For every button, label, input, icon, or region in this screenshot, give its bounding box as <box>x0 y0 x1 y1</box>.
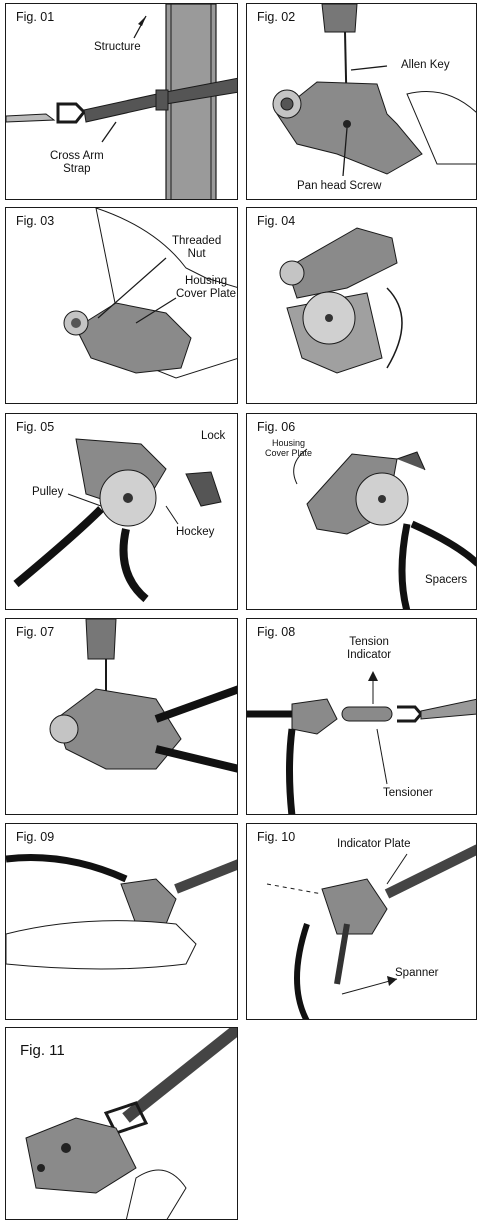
figure-10-panel: Fig. 10 Indicator Plate Spanner <box>246 823 477 1020</box>
pulley-label: Pulley <box>32 486 63 499</box>
spanner-label: Spanner <box>395 967 438 980</box>
lock-label: Lock <box>201 430 225 443</box>
figure-04-illustration <box>247 208 477 404</box>
figure-09-number: Fig. 09 <box>16 830 54 844</box>
figure-02-illustration <box>247 4 477 200</box>
tensioner-label: Tensioner <box>383 787 433 800</box>
figure-09-illustration <box>6 824 238 1020</box>
figure-11-panel: Fig. 11 <box>5 1027 238 1220</box>
figure-06-number: Fig. 06 <box>257 420 295 434</box>
figure-07-illustration <box>6 619 238 815</box>
tension-indicator-label: Tension Indicator <box>347 636 391 662</box>
figure-09-panel: Fig. 09 <box>5 823 238 1020</box>
figure-07-number: Fig. 07 <box>16 625 54 639</box>
figure-05-illustration <box>6 414 238 610</box>
figure-07-panel: Fig. 07 <box>5 618 238 815</box>
figure-01-illustration <box>6 4 238 200</box>
spacers-label: Spacers <box>425 574 467 587</box>
figure-03-number: Fig. 03 <box>16 214 54 228</box>
housing-cover-plate-label: Housing Cover Plate <box>265 438 312 458</box>
figure-10-illustration <box>247 824 477 1020</box>
figure-06-panel: Fig. 06 Housing Cover Plate Spacers <box>246 413 477 610</box>
figure-01-number: Fig. 01 <box>16 10 54 24</box>
figure-04-panel: Fig. 04 <box>246 207 477 404</box>
figure-08-number: Fig. 08 <box>257 625 295 639</box>
cross-arm-strap-label: Cross Arm Strap <box>50 150 104 176</box>
figure-05-panel: Fig. 05 Lock Pulley Hockey <box>5 413 238 610</box>
figure-04-number: Fig. 04 <box>257 214 295 228</box>
hockey-label: Hockey <box>176 526 214 539</box>
indicator-plate-label: Indicator Plate <box>337 838 411 851</box>
figure-02-panel: Fig. 02 Allen Key Pan head Screw <box>246 3 477 200</box>
figure-08-panel: Fig. 08 Tension Indicator Tensioner <box>246 618 477 815</box>
pan-head-screw-label: Pan head Screw <box>297 180 381 193</box>
allen-key-label: Allen Key <box>401 59 450 72</box>
figure-03-panel: Fig. 03 Threaded Nut Housing Cover Plate <box>5 207 238 404</box>
structure-label: Structure <box>94 41 141 54</box>
figure-05-number: Fig. 05 <box>16 420 54 434</box>
figure-10-number: Fig. 10 <box>257 830 295 844</box>
figure-11-number: Fig. 11 <box>20 1042 65 1059</box>
figure-02-number: Fig. 02 <box>257 10 295 24</box>
figure-01-panel: Fig. 01 Structure Cross Arm Strap <box>5 3 238 200</box>
threaded-nut-label: Threaded Nut <box>172 235 221 261</box>
housing-cover-plate-label: Housing Cover Plate <box>176 275 236 301</box>
